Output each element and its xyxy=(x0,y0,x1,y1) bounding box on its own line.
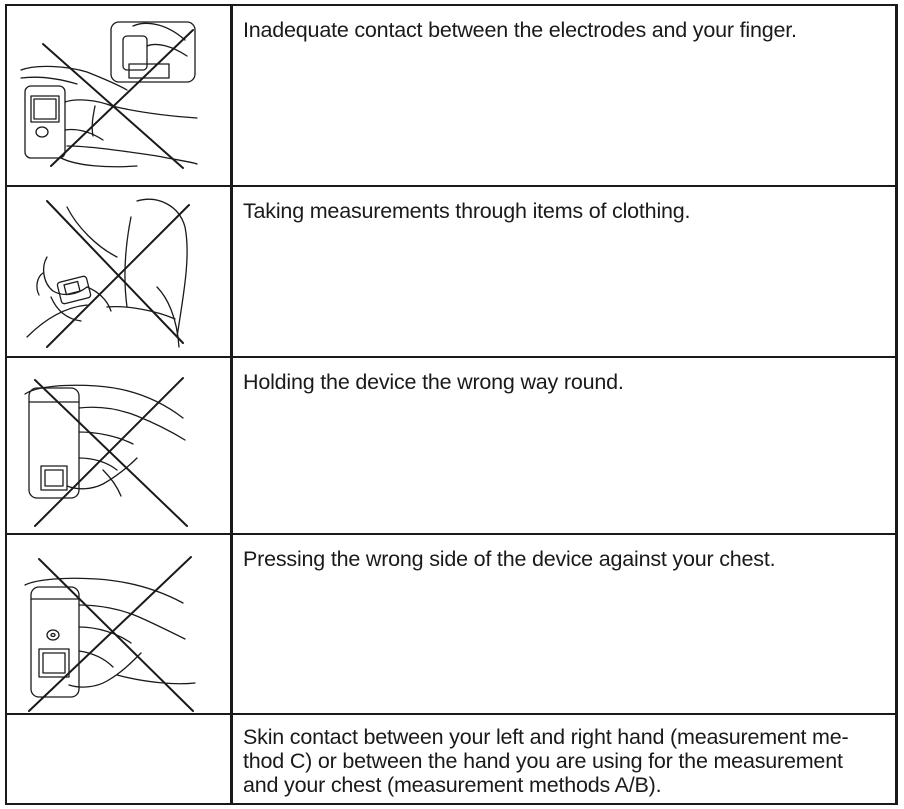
empty-illustration-cell xyxy=(7,715,230,803)
device-held-wrong-way-crossed-icon xyxy=(7,358,230,533)
row-description: Taking measurements through items of clo… xyxy=(243,199,691,223)
table-row: Taking measurements through items of clo… xyxy=(7,185,895,356)
finger-on-electrode-crossed-icon xyxy=(7,6,230,185)
wrong-side-against-chest-crossed-icon xyxy=(7,535,230,713)
table-row: Holding the device the wrong way round. xyxy=(7,356,895,533)
row-description: Holding the device the wrong way round. xyxy=(243,370,624,394)
row-description: Skin contact between your left and right… xyxy=(243,725,849,797)
table-row: Inadequate contact between the electrode… xyxy=(7,6,895,185)
row-description: Inadequate contact between the electrode… xyxy=(243,18,797,42)
table-row: Pressing the wrong side of the device ag… xyxy=(7,533,895,713)
measuring-through-clothing-crossed-icon xyxy=(7,187,230,356)
table-row: Skin contact between your left and right… xyxy=(7,713,895,803)
row-description: Pressing the wrong side of the device ag… xyxy=(243,547,776,571)
instruction-table: Inadequate contact between the electrode… xyxy=(5,4,898,805)
